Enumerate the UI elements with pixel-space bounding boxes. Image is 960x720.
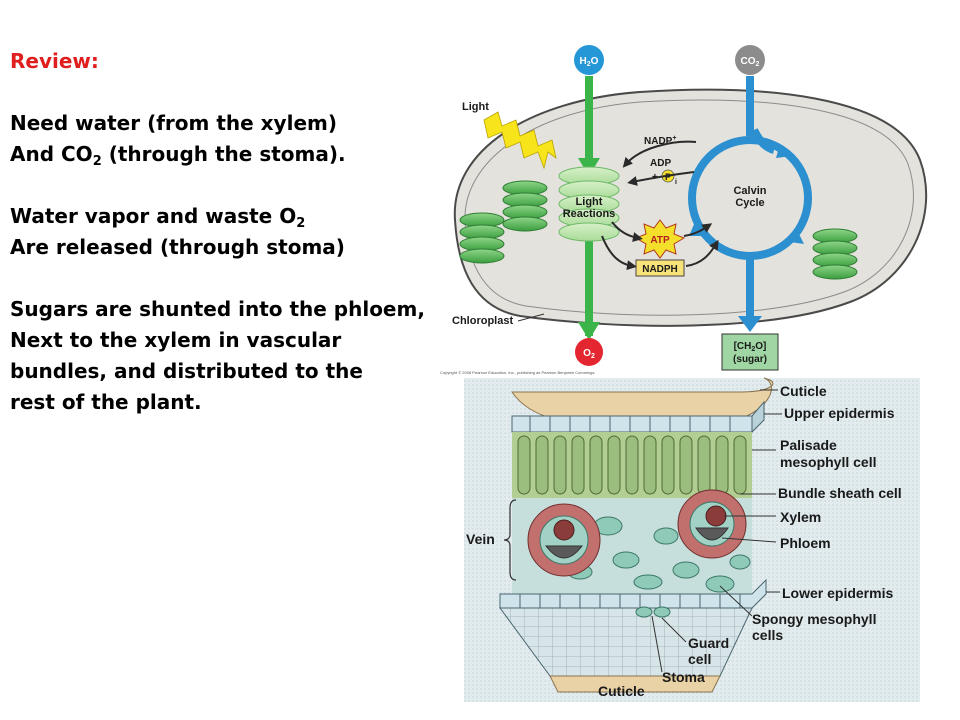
cuticle-bottom-label: Cuticle [598,683,645,699]
co2-drop: CO2 [735,45,765,75]
h2o-drop: H2O [574,45,604,75]
light-reactions-label-1: Light [576,196,603,208]
sugar-line-2: Next to the xylem in vascular [10,328,342,352]
light-label: Light [462,101,489,113]
sugar-line-3: bundles, and distributed to the [10,359,363,383]
guard-cells [635,606,671,618]
nadph-label: NADPH [642,264,678,275]
vein-bundle-right [677,489,747,559]
palisade-label-1: Palisade [780,437,837,453]
cuticle-top-label: Cuticle [780,383,827,399]
stoma-label: Stoma [662,669,705,685]
guard-label-1: Guard [688,635,729,651]
nadp-label: NADP+ [644,135,676,147]
leaf-cross-section-diagram: Vein Cuticle Upper epidermis Palisade me… [464,377,920,702]
co2-line: And CO2 (through the stoma). [10,142,346,169]
svg-text:O2: O2 [583,348,595,360]
top-cuticle-sheet [511,377,774,421]
review-text-panel: Review: Need water (from the xylem) And … [10,46,430,418]
svg-text:P: P [665,172,671,182]
phloem-label: Phloem [780,535,831,551]
vein-label: Vein [466,531,495,547]
vapor-line-2: Are released (through stoma) [10,235,345,259]
spongy-label-1: Spongy mesophyll [752,611,876,627]
light-bolt-icon [483,111,557,170]
sugar-line-4: rest of the plant. [10,390,202,414]
bundle-sheath-label: Bundle sheath cell [778,485,902,501]
svg-text:[CH2O]: [CH2O] [734,341,767,353]
thylakoid-stack-right [812,228,858,280]
o2-drop: O2 [575,338,603,366]
spongy-label-2: cells [752,627,783,643]
palisade-label-2: mesophyll cell [780,454,876,470]
light-reactions-label-2: Reactions [563,208,616,220]
svg-text:i: i [675,179,677,186]
calvin-label-1: Calvin [733,185,766,197]
review-heading: Review: [10,49,99,73]
vein-bracket [503,499,517,581]
xylem-label: Xylem [780,509,821,525]
sugar-label: (sugar) [733,354,767,365]
palisade-layer [512,432,752,498]
chloroplast-label: Chloroplast [452,315,513,327]
atp-label: ATP [650,235,670,246]
guard-label-2: cell [688,651,711,667]
atp-star-icon [634,219,686,259]
calvin-label-2: Cycle [735,197,764,209]
upper-epidermis-label: Upper epidermis [784,405,895,421]
vapor-line-1: Water vapor and waste O2 [10,204,306,231]
water-line: Need water (from the xylem) [10,111,337,135]
chloroplast-diagram: Light Reactions H2O O2 Light CO2 Calvin … [440,45,928,375]
thylakoid-stack-left [459,180,548,264]
svg-text:H2O: H2O [580,56,599,68]
lower-epidermis-label: Lower epidermis [782,585,893,601]
svg-text:CO2: CO2 [741,56,760,68]
sugar-line-1: Sugars are shunted into the phloem, [10,297,425,321]
upper-epidermis [511,400,765,434]
copyright-text: Copyright © 2008 Pearson Education, Inc.… [440,370,595,375]
adp-label: ADP [650,158,671,169]
vein-bundle-left [527,503,601,577]
sugar-box [721,333,779,371]
lower-epidermis [499,578,767,609]
bottom-cuticle [549,675,721,693]
light-reactions-stack: Light Reactions [558,166,620,242]
